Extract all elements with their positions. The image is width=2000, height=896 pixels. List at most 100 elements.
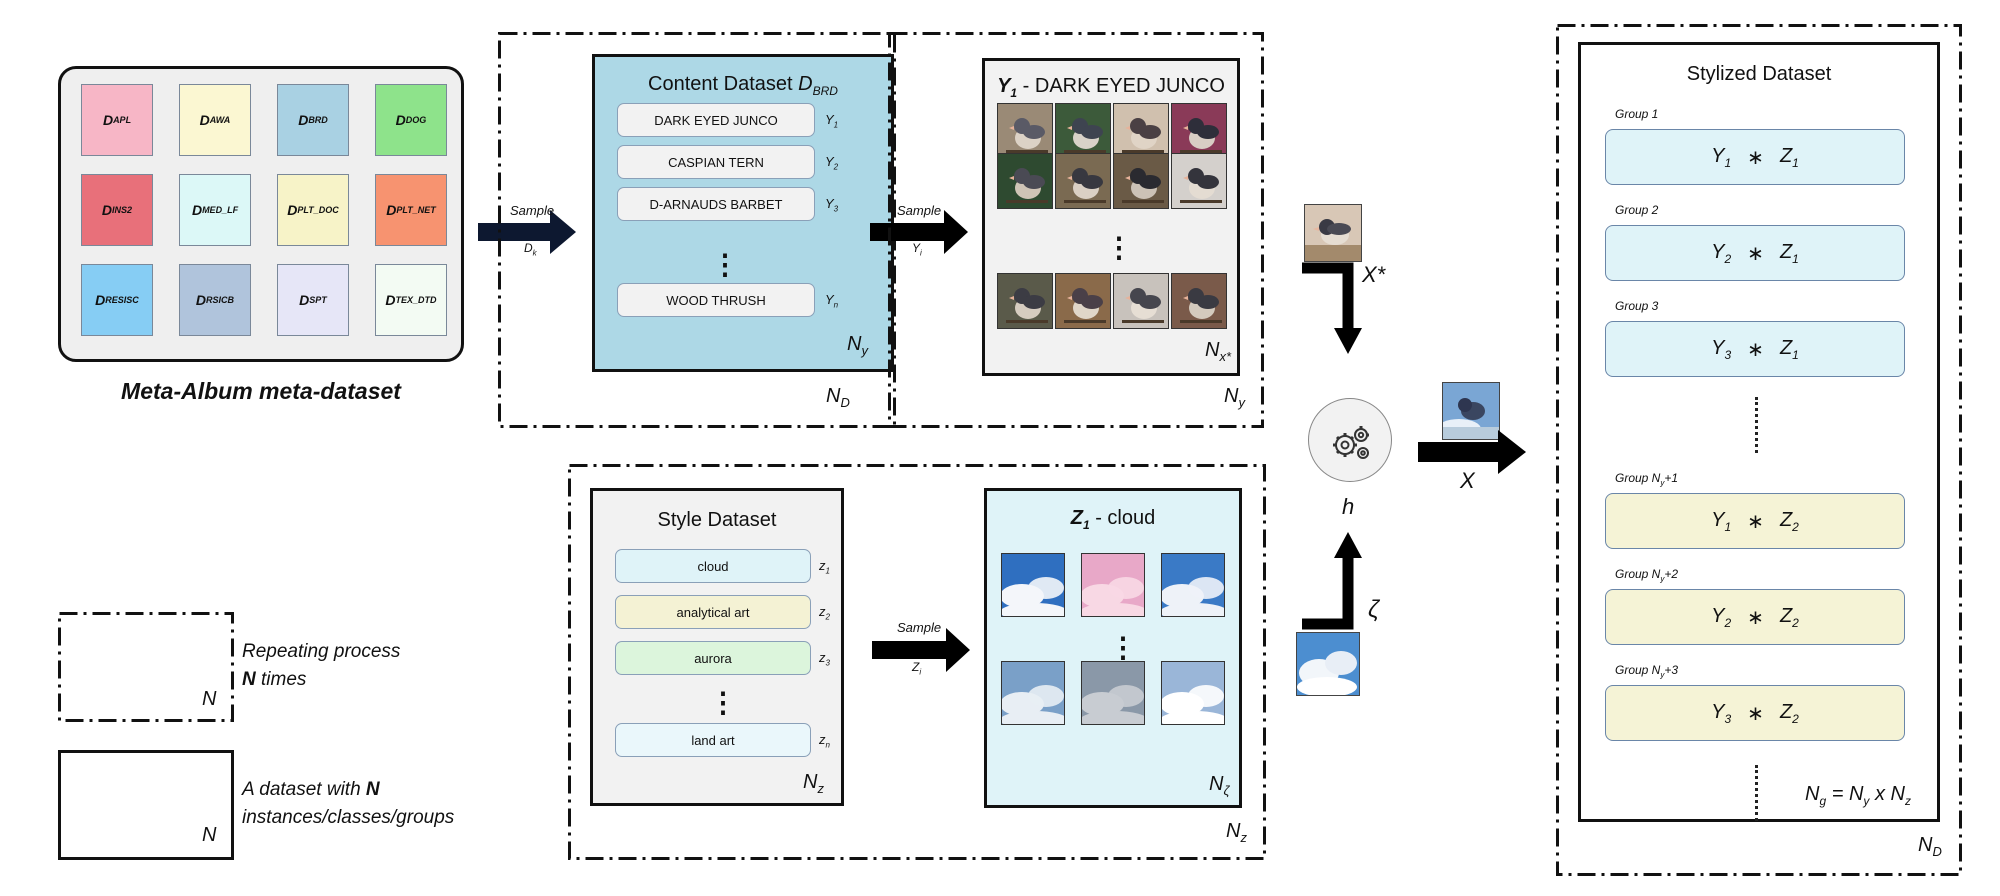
legend-repeat-text: Repeating process N times bbox=[242, 641, 401, 690]
style-dataset-title: Style Dataset bbox=[657, 509, 777, 531]
stylized-dataset-title: Stylized Dataset bbox=[1686, 63, 1832, 85]
group-label: Group 2 bbox=[1615, 203, 1659, 217]
sample-arrow-2 bbox=[870, 210, 968, 254]
sample-sub-3: Zi bbox=[912, 660, 922, 677]
sample-sub-1: Dk bbox=[524, 241, 537, 258]
model-h-node bbox=[1308, 398, 1392, 482]
group-label: Group 1 bbox=[1615, 107, 1659, 121]
sample-arrow-3 bbox=[872, 628, 970, 672]
legend-repeat-box bbox=[58, 612, 234, 722]
x-image bbox=[1442, 382, 1500, 440]
sample-arrow-1 bbox=[478, 210, 576, 254]
corner-nz-style: Nz bbox=[803, 771, 824, 796]
content-class-item: CASPIAN TERN bbox=[617, 145, 815, 179]
legend-dataset-box bbox=[58, 750, 234, 860]
sample-label-1: Sample bbox=[510, 203, 555, 218]
style-symbol: z1 bbox=[819, 558, 830, 576]
h-label: h bbox=[1342, 494, 1355, 519]
bird-image bbox=[997, 273, 1053, 329]
content-class-item: D-ARNAUDS BARBET bbox=[617, 187, 815, 221]
legend-dataset-text: A dataset with N instances/classes/group… bbox=[242, 779, 455, 828]
group-box: Y3∗Z1 bbox=[1605, 321, 1905, 377]
style-panel-title: Z1 - cloud bbox=[1070, 507, 1156, 532]
bird-image bbox=[1171, 273, 1227, 329]
legend-dataset-corner: N bbox=[202, 824, 217, 846]
style-symbol: zn bbox=[819, 732, 830, 750]
style-image bbox=[1161, 553, 1225, 617]
style-item: land art bbox=[615, 723, 811, 757]
content-dataset-title: Content Dataset DBRD bbox=[648, 73, 838, 98]
bird-image bbox=[1171, 103, 1227, 159]
sample-sub-2: Yi bbox=[912, 241, 922, 258]
corner-ny-outer: Ny bbox=[1224, 385, 1245, 410]
style-image bbox=[1001, 661, 1065, 725]
meta-album-caption: Meta-Album meta-dataset bbox=[121, 378, 401, 404]
style-symbol: z3 bbox=[819, 650, 830, 668]
x-star-label: X* bbox=[1362, 262, 1386, 287]
corner-ny-content: Ny bbox=[847, 333, 868, 358]
class-symbol: Y3 bbox=[825, 196, 839, 214]
style-image bbox=[1001, 553, 1065, 617]
group-box: Y1∗Z1 bbox=[1605, 129, 1905, 185]
class-symbol: Y1 bbox=[825, 112, 839, 130]
bird-image bbox=[997, 153, 1053, 209]
content-class-item: DARK EYED JUNCO bbox=[617, 103, 815, 137]
corner-nx-star: Nx* bbox=[1205, 339, 1232, 364]
group-label: Group 3 bbox=[1615, 299, 1659, 313]
class-panel-title: Y1 - DARK EYED JUNCO bbox=[997, 75, 1225, 100]
repeat-box-nd bbox=[498, 32, 896, 428]
bird-image bbox=[1055, 273, 1111, 329]
zeta-arrow bbox=[1302, 532, 1362, 630]
group-label: Group Ny+2 bbox=[1615, 567, 1679, 584]
x-star-image bbox=[1304, 204, 1362, 262]
style-dots: ⋮ bbox=[709, 687, 737, 718]
bird-image bbox=[1171, 153, 1227, 209]
sample-label-3: Sample bbox=[897, 620, 942, 635]
group-label: Group Ny+3 bbox=[1615, 663, 1679, 680]
bird-image bbox=[1113, 273, 1169, 329]
corner-stylized-outer: ND bbox=[1918, 834, 1942, 859]
x-label: X bbox=[1460, 468, 1475, 493]
repeat-box-ny bbox=[888, 32, 1264, 428]
class-symbol: Yn bbox=[825, 292, 839, 310]
legend-repeat-corner: N bbox=[202, 688, 217, 710]
group-box: Y2∗Z2 bbox=[1605, 589, 1905, 645]
corner-nzeta: Nζ bbox=[1209, 773, 1230, 798]
zeta-image bbox=[1296, 632, 1360, 696]
style-item: analytical art bbox=[615, 595, 811, 629]
sample-label-2: Sample bbox=[897, 203, 942, 218]
group-label: Group Ny+1 bbox=[1615, 471, 1679, 488]
group-box: Y2∗Z1 bbox=[1605, 225, 1905, 281]
style-image bbox=[1081, 661, 1145, 725]
bird-image bbox=[1055, 153, 1111, 209]
group-box: Y3∗Z2 bbox=[1605, 685, 1905, 741]
style-item: aurora bbox=[615, 641, 811, 675]
zeta-label: ζ bbox=[1368, 596, 1380, 623]
repeat-box-stylized bbox=[1556, 24, 1962, 876]
style-item: cloud bbox=[615, 549, 811, 583]
x-star-arrow bbox=[1302, 262, 1362, 354]
corner-nz-outer: Nz bbox=[1226, 820, 1247, 845]
style-symbol: z2 bbox=[819, 604, 830, 622]
bird-image bbox=[997, 103, 1053, 159]
corner-nd: ND bbox=[826, 385, 850, 410]
sky-dots: ⋮ bbox=[1109, 632, 1137, 663]
style-panel: Z1 - cloud bbox=[984, 488, 1242, 808]
group-count-formula: Ng = Ny x Nz bbox=[1805, 783, 1911, 808]
bird-image bbox=[1113, 103, 1169, 159]
